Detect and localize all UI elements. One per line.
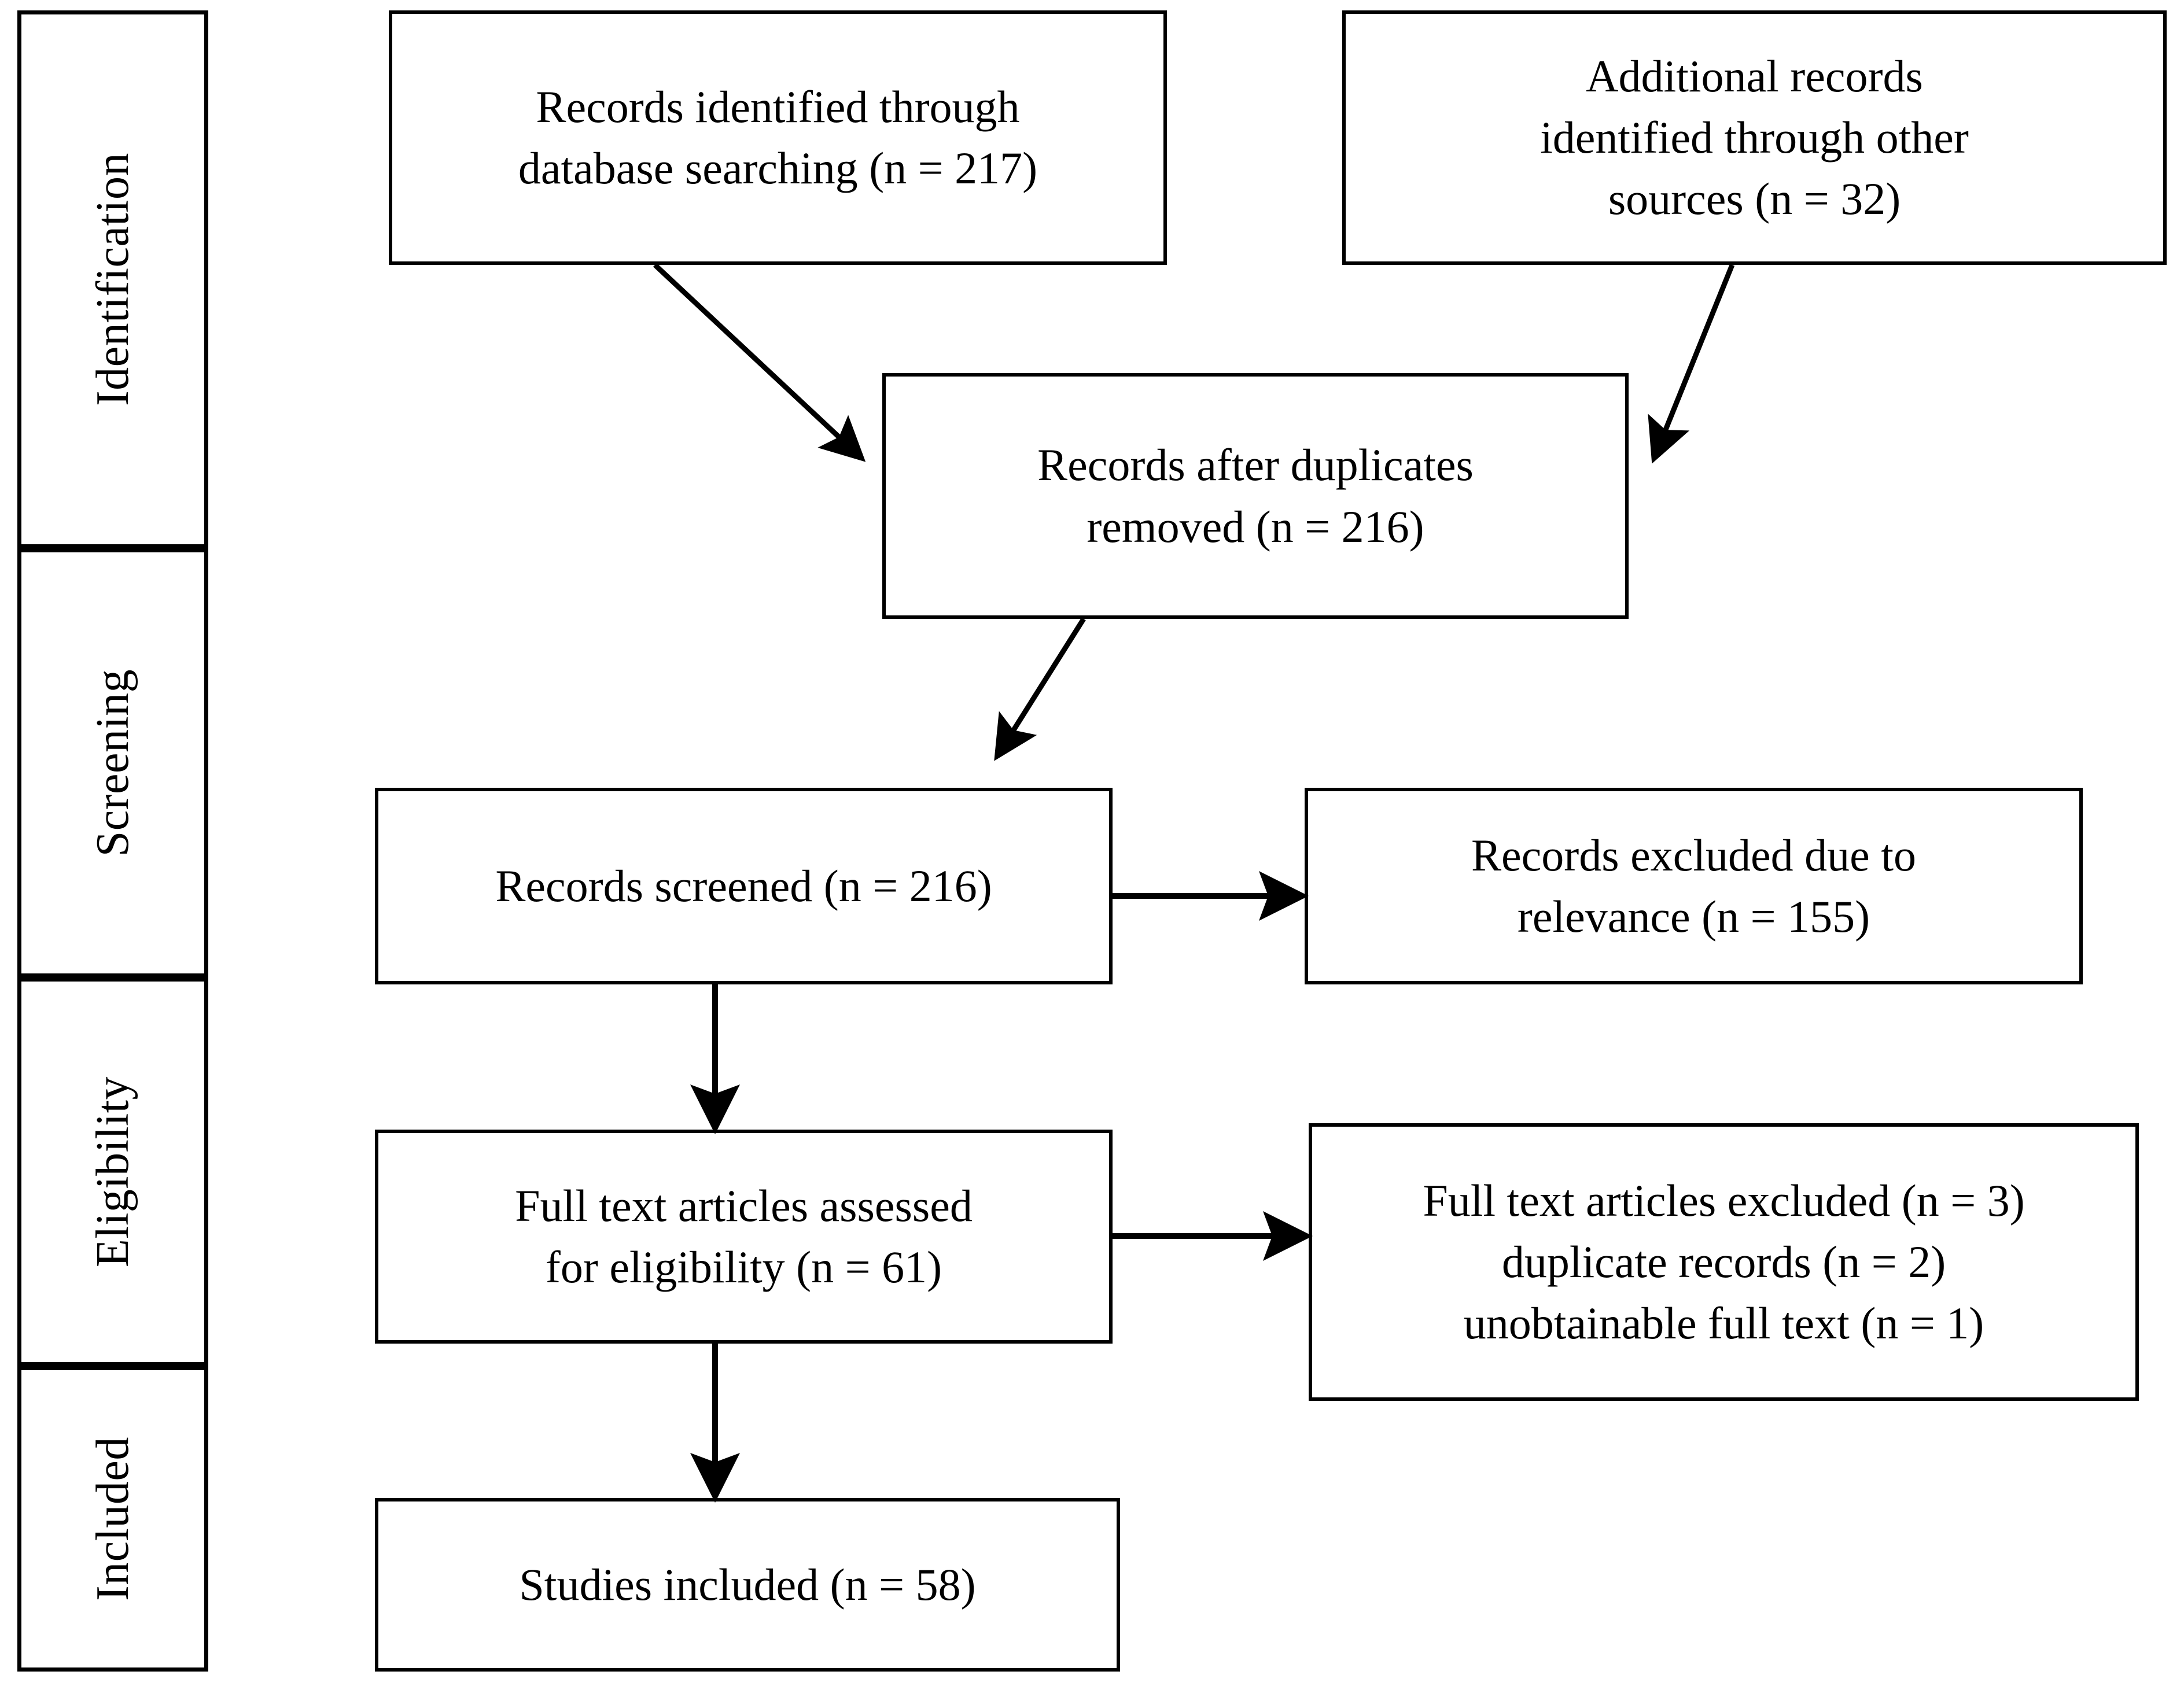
box-fulltext-articles-excluded-text: Full text articles excluded (n = 3) dupl… [1423, 1175, 2025, 1349]
arrow-duplicates-to-screened [994, 617, 1086, 761]
box-additional-records-other-sources: Additional records identified through ot… [1342, 10, 2167, 265]
box-records-screened-text: Records screened (n = 216) [495, 860, 992, 911]
stage-cell-eligibility: Eligibility [17, 977, 208, 1366]
box-records-after-duplicates-removed-text: Records after duplicates removed (n = 21… [1037, 440, 1474, 552]
box-fulltext-articles-excluded: Full text articles excluded (n = 3) dupl… [1309, 1123, 2139, 1401]
box-studies-included: Studies included (n = 58) [375, 1498, 1120, 1672]
arrow-other-sources-to-duplicates [1648, 264, 1735, 464]
box-records-identified-database-text: Records identified through database sear… [518, 81, 1038, 193]
box-records-screened: Records screened (n = 216) [375, 788, 1113, 984]
box-additional-records-other-sources-text: Additional records identified through ot… [1540, 50, 1969, 224]
box-fulltext-articles-assessed-text: Full text articles assessed for eligibil… [515, 1180, 973, 1292]
box-records-excluded-relevance-text: Records excluded due to relevance (n = 1… [1471, 829, 1916, 942]
box-records-excluded-relevance: Records excluded due to relevance (n = 1… [1305, 788, 2083, 984]
stage-cell-identification: Identification [17, 10, 208, 548]
box-studies-included-text: Studies included (n = 58) [519, 1559, 976, 1610]
arrow-db-search-to-duplicates [653, 263, 866, 462]
box-records-after-duplicates-removed: Records after duplicates removed (n = 21… [882, 373, 1629, 619]
box-fulltext-articles-assessed: Full text articles assessed for eligibil… [375, 1130, 1113, 1344]
stage-cell-screening: Screening [17, 548, 208, 977]
stage-cell-included: Included [17, 1366, 208, 1672]
box-records-identified-database: Records identified through database sear… [389, 10, 1167, 265]
